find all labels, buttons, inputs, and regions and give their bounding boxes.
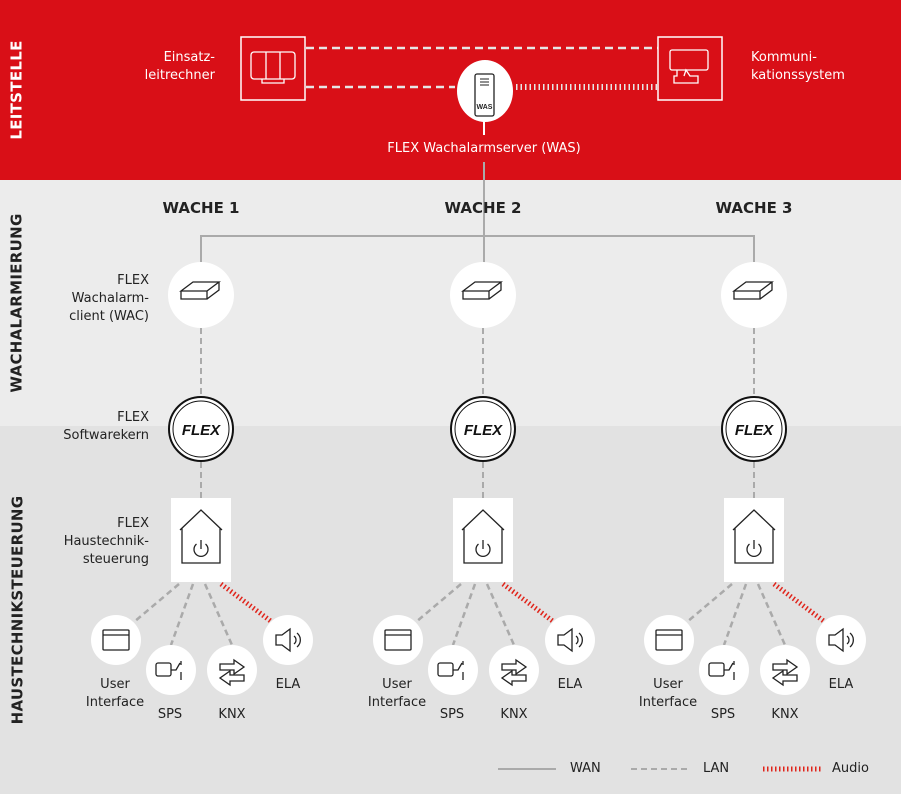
speaker-icon [275, 627, 301, 653]
flex-logo: FLEX [464, 422, 503, 439]
wac-node [168, 262, 234, 328]
switch-relay-icon [708, 661, 735, 680]
arrows-exchange-icon [771, 658, 799, 687]
haustechnik-node [724, 498, 784, 582]
wan-bus [200, 235, 755, 265]
legend-audio-label: Audio [832, 761, 869, 776]
station-1: FLEX [91, 262, 313, 695]
chat-icon [669, 49, 709, 84]
browser-window-icon [102, 629, 130, 651]
station-3: FLEX [644, 262, 866, 695]
wac-node [721, 262, 787, 328]
legend-wan-label: WAN [570, 761, 601, 776]
monitor-icon [250, 51, 296, 84]
lan-link [415, 583, 462, 623]
knx-node [489, 645, 539, 695]
switch-relay-icon [155, 661, 182, 680]
ela-node [816, 615, 866, 665]
einsatzleitrechner-box [240, 36, 306, 101]
user-interface-node [373, 615, 423, 665]
knx-node [760, 645, 810, 695]
flex-softwarekern-node: FLEX [721, 396, 787, 462]
flex-logo: FLEX [735, 422, 774, 439]
lan-link [203, 583, 234, 646]
user-interface-node [91, 615, 141, 665]
wac-node [450, 262, 516, 328]
switch-relay-icon [437, 661, 464, 680]
sps-node [428, 645, 478, 695]
house-power-icon [179, 509, 223, 564]
flex-softwarekern-node: FLEX [168, 396, 234, 462]
ela-node [545, 615, 595, 665]
audio-link [501, 581, 556, 625]
audio-link [772, 581, 827, 625]
station-2: FLEX [373, 262, 595, 695]
einsatzleitrechner-label: Einsatz-leitrechner [144, 50, 215, 83]
speaker-icon [557, 627, 583, 653]
client-box-icon [732, 281, 774, 300]
audio-link [219, 581, 274, 625]
station-title: WACHE 1 [162, 199, 240, 217]
knx-label: KNX [500, 707, 528, 722]
haustechnik-band [0, 426, 901, 794]
lan-link [485, 583, 516, 646]
kommunikationssystem-label: Kommuni-kationssystem [751, 50, 845, 83]
ela-node [263, 615, 313, 665]
lan-link [169, 583, 195, 646]
lan-link [133, 583, 180, 623]
was-label: FLEX Wachalarmserver (WAS) [387, 141, 581, 156]
house-power-icon [732, 509, 776, 564]
arrows-exchange-icon [500, 658, 528, 687]
arrows-exchange-icon [218, 658, 246, 687]
station-title: WACHE 3 [715, 199, 793, 217]
sps-node [699, 645, 749, 695]
sps-label: SPS [439, 707, 465, 722]
browser-window-icon [384, 629, 412, 651]
ela-label: ELA [828, 677, 854, 692]
leitstelle-band [0, 0, 901, 180]
flex-softwarekern-node: FLEX [450, 396, 516, 462]
was-badge: WAS [477, 104, 493, 111]
user-interface-node [644, 615, 694, 665]
client-box-icon [179, 281, 221, 300]
station-title: WACHE 2 [444, 199, 522, 217]
was-server-node: WAS [457, 60, 513, 122]
lan-link [722, 583, 748, 646]
knx-label: KNX [218, 707, 246, 722]
ela-label: ELA [557, 677, 583, 692]
flex-logo: FLEX [182, 422, 221, 439]
knx-node [207, 645, 257, 695]
lan-link [686, 583, 733, 623]
client-box-icon [461, 281, 503, 300]
kommunikationssystem-box [657, 36, 723, 101]
sps-node [146, 645, 196, 695]
browser-window-icon [655, 629, 683, 651]
sps-label: SPS [157, 707, 183, 722]
knx-label: KNX [771, 707, 799, 722]
legend-lan-label: LAN [703, 761, 730, 776]
haustechnik-node [453, 498, 513, 582]
house-power-icon [461, 509, 505, 564]
speaker-icon [828, 627, 854, 653]
sps-label: SPS [710, 707, 736, 722]
lan-link [756, 583, 787, 646]
haustechnik-node [171, 498, 231, 582]
lan-link [451, 583, 477, 646]
ela-label: ELA [275, 677, 301, 692]
